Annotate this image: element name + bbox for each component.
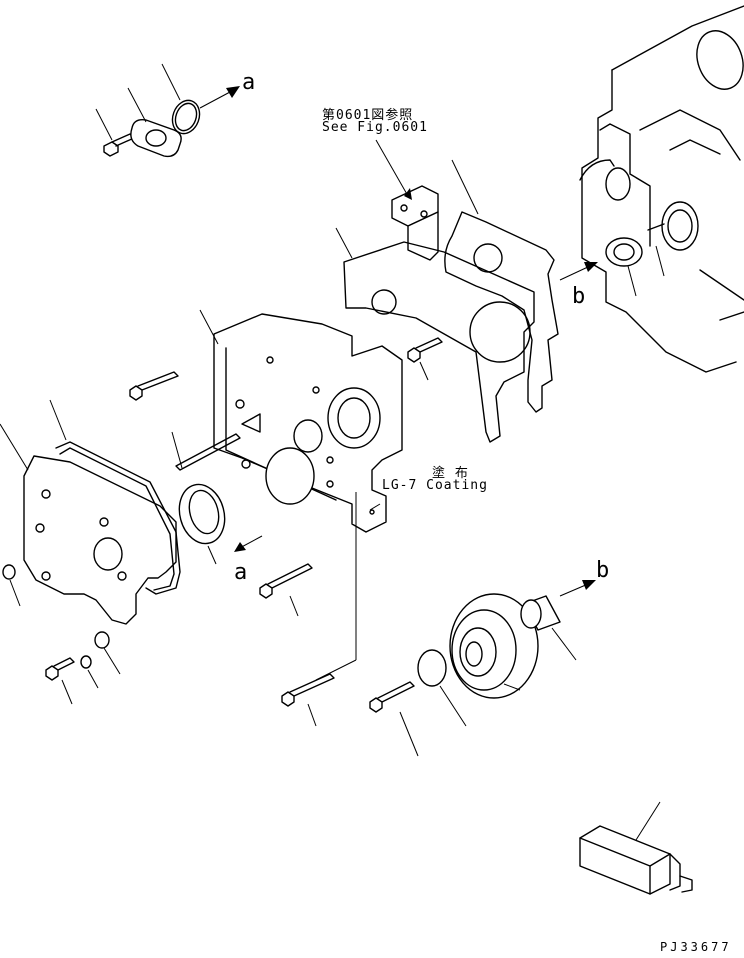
reference-bracket [375,139,439,261]
front-gasket [444,159,559,413]
engine-block [559,5,744,373]
idler-gear [417,580,596,727]
front-cover [129,309,403,533]
marker-a-top: a [242,70,256,95]
marker-b-right: b [572,284,586,309]
figure-reference-jp: 第0601図参照 [322,108,414,123]
coating-label-jp: 塗 布 [432,466,469,481]
drawing-code: PJ33677 [660,940,732,954]
lower-bolts [259,492,419,757]
coating-leader [369,503,381,515]
tool [579,801,693,895]
figure-reference-en: See Fig.0601 [322,120,428,135]
gear-case-plate [335,227,535,443]
top-flange-assembly [95,63,240,158]
oil-seal [178,483,263,565]
cover-plate [0,399,181,705]
marker-b-bottom: b [596,558,610,583]
marker-a-bottom: a [234,560,248,585]
coating-label-en: LG-7 Coating [382,478,488,493]
